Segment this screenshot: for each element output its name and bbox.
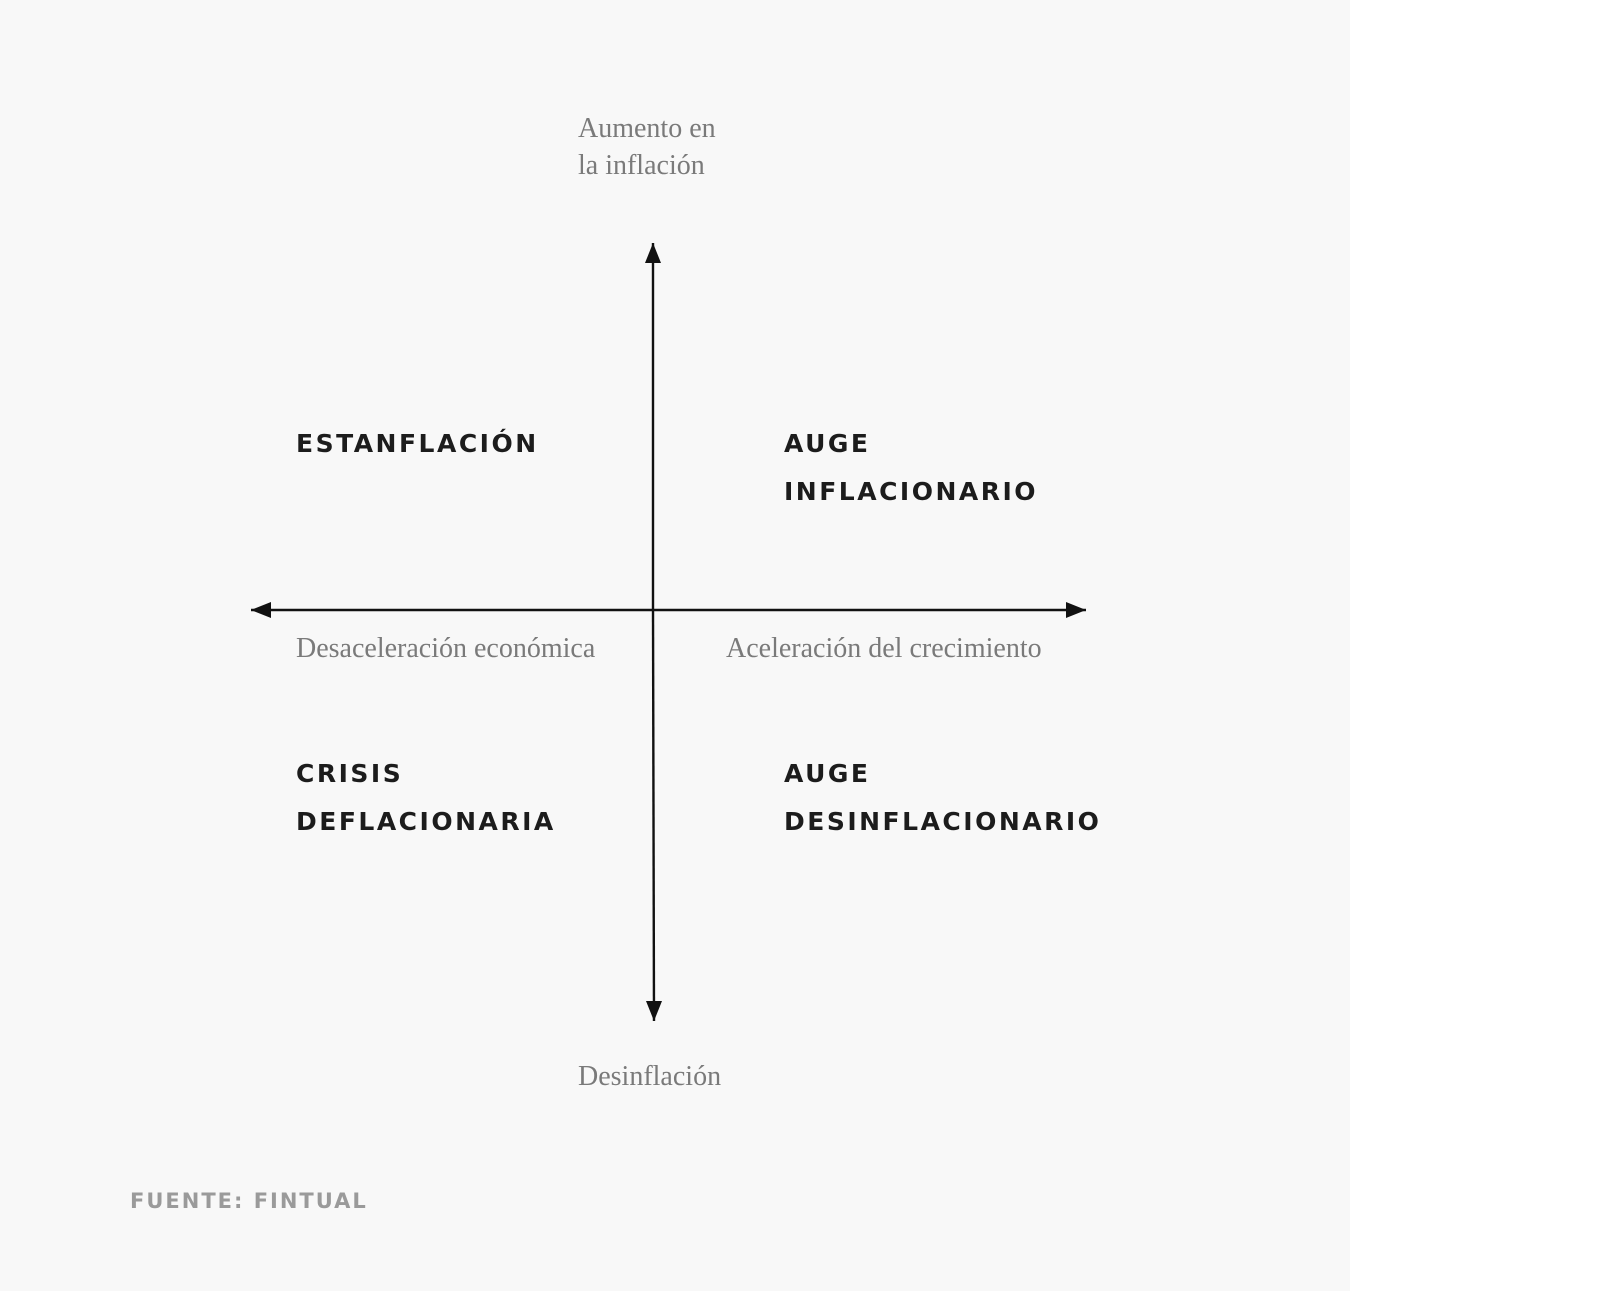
quadrant-bottom-left: CRISIS DEFLACIONARIA bbox=[296, 750, 556, 846]
vertical-axis-up-arrowhead bbox=[645, 243, 661, 263]
horizontal-axis-right-arrowhead bbox=[1066, 602, 1086, 618]
quadrant-bottom-right: AUGE DESINFLACIONARIO bbox=[784, 750, 1101, 846]
horizontal-axis bbox=[251, 602, 1086, 618]
quadrant-top-right-line-1: AUGE bbox=[784, 429, 871, 458]
vertical-axis-down-arrowhead bbox=[646, 1001, 662, 1021]
quadrant-top-right: AUGE INFLACIONARIO bbox=[784, 420, 1038, 516]
quadrant-bottom-right-line-2: DESINFLACIONARIO bbox=[784, 807, 1102, 836]
top-axis-label-line-2: la inflación bbox=[578, 150, 705, 181]
vertical-axis-down-arrow bbox=[651, 609, 656, 1022]
quadrant-top-left-line-1: ESTANFLACIÓN bbox=[296, 429, 539, 458]
vertical-axis bbox=[645, 243, 662, 1022]
left-axis-label: Desaceleración económica bbox=[296, 633, 596, 664]
top-axis-label: Aumento en la inflación bbox=[578, 110, 716, 184]
quadrant-top-left: ESTANFLACIÓN bbox=[296, 420, 539, 468]
right-axis-label: Aceleración del crecimiento bbox=[726, 633, 1042, 664]
top-axis-label-line-1: Aumento en bbox=[578, 113, 716, 144]
quadrant-bottom-right-line-1: AUGE bbox=[784, 759, 871, 788]
quadrant-bottom-left-line-1: CRISIS bbox=[296, 759, 404, 788]
axes-diagram bbox=[251, 243, 1086, 1022]
bottom-axis-label: Desinflación bbox=[578, 1061, 722, 1092]
quadrant-bottom-left-line-2: DEFLACIONARIA bbox=[296, 807, 556, 836]
horizontal-axis-left-arrowhead bbox=[251, 602, 271, 618]
diagram-panel: Aumento en la inflación Desinflación Des… bbox=[130, 110, 1101, 1213]
source-credit: FUENTE: FINTUAL bbox=[130, 1189, 368, 1213]
quadrant-top-right-line-2: INFLACIONARIO bbox=[784, 477, 1039, 506]
